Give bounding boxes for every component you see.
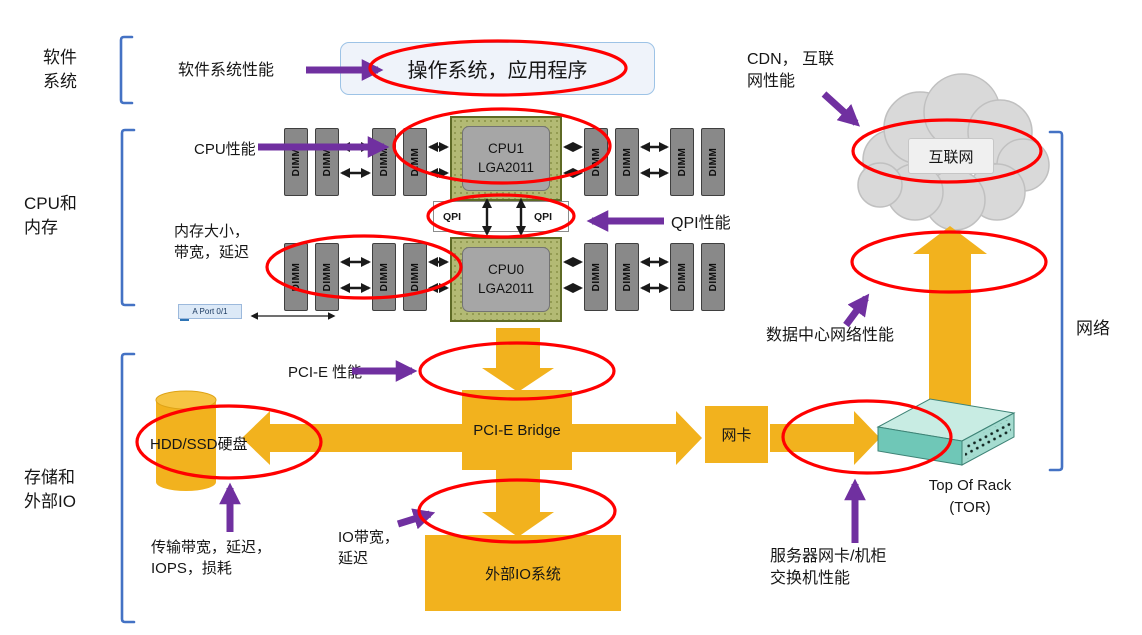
dimm-module: DIMM bbox=[615, 243, 639, 311]
arrow-bridge-to-io bbox=[482, 470, 554, 537]
dimm-module: DIMM bbox=[701, 243, 725, 311]
highlight-tor-ellipse bbox=[781, 399, 953, 475]
arrow-nic-to-tor bbox=[770, 411, 880, 465]
cpu-memory-label: CPU和 内存 bbox=[24, 194, 77, 237]
cpu1-label: CPU1 LGA2011 bbox=[462, 126, 550, 191]
dimm-group-3: DIMM DIMM bbox=[584, 128, 639, 196]
dimm-group-2: DIMM DIMM bbox=[372, 128, 427, 196]
arrow-bridge-to-nic bbox=[572, 411, 702, 465]
cpu1-chip: CPU1 LGA2011 bbox=[450, 116, 562, 201]
pcie-perf-annotation: PCI-E 性能 bbox=[288, 364, 363, 381]
software-system-label: 软件 系统 bbox=[43, 48, 77, 91]
dimm-module: DIMM bbox=[701, 128, 725, 196]
cpu0-label: CPU0 LGA2011 bbox=[462, 247, 550, 312]
arrow-tor-to-internet bbox=[913, 226, 987, 440]
dimm-module: DIMM bbox=[284, 128, 308, 196]
highlight-dcnet-ellipse bbox=[850, 230, 1048, 294]
cdn-perf-arrow bbox=[821, 91, 861, 127]
dimm-module: DIMM bbox=[670, 128, 694, 196]
highlight-io-ellipse bbox=[417, 478, 617, 544]
software-bracket bbox=[119, 35, 134, 105]
io-attrs-annotation: IO带宽， 延迟 bbox=[338, 529, 399, 567]
dimm-module: DIMM bbox=[584, 243, 608, 311]
storage-io-bracket bbox=[120, 352, 136, 624]
io-attrs-arrow bbox=[396, 508, 436, 530]
dimm-module: DIMM bbox=[315, 128, 339, 196]
storage-io-label: 存储和 外部IO bbox=[24, 468, 76, 511]
pcie-bridge-box: PCI-E Bridge bbox=[462, 390, 572, 470]
cpu-perf-annotation: CPU性能 bbox=[194, 141, 256, 158]
qpi-label-left: QPI bbox=[443, 210, 462, 223]
os-application-box: 操作系统，应用程序 bbox=[340, 42, 655, 95]
nic-tor-perf-annotation: 服务器网卡/机柜 交换机性能 bbox=[770, 548, 887, 588]
dimm-group-6: DIMM DIMM bbox=[372, 243, 427, 311]
arrow-bridge-to-hdd bbox=[242, 411, 462, 465]
dimm-group-5: DIMM DIMM bbox=[284, 243, 339, 311]
dimm-module: DIMM bbox=[670, 243, 694, 311]
dimm-module: DIMM bbox=[403, 128, 427, 196]
qpi-perf-annotation: QPI性能 bbox=[671, 215, 731, 232]
arrow-cpu-to-bridge bbox=[482, 328, 554, 392]
port-screenshot-fragment: A Port 0/1 bbox=[178, 304, 242, 319]
dimm-group-4: DIMM DIMM bbox=[670, 128, 725, 196]
nic-box: 网卡 bbox=[705, 406, 768, 463]
network-bracket bbox=[1048, 130, 1064, 472]
dc-net-perf-arrow bbox=[843, 293, 870, 328]
dimm-module: DIMM bbox=[403, 243, 427, 311]
network-label: 网络 bbox=[1076, 319, 1110, 338]
tor-switch-icon bbox=[876, 398, 1016, 466]
dimm-group-7: DIMM DIMM bbox=[584, 243, 639, 311]
cdn-perf-annotation: CDN， 互联 网性能 bbox=[747, 51, 835, 91]
memory-attrs-annotation: 内存大小， 带宽，延迟 bbox=[174, 223, 250, 261]
cpu-memory-bracket bbox=[120, 128, 136, 307]
dimm-module: DIMM bbox=[315, 243, 339, 311]
dimm-module: DIMM bbox=[615, 128, 639, 196]
external-io-box: 外部IO系统 bbox=[425, 535, 621, 611]
dimm-group-1: DIMM DIMM bbox=[284, 128, 339, 196]
internet-label-box: 互联网 bbox=[908, 138, 994, 174]
tor-label: Top Of Rack (TOR) bbox=[928, 476, 1012, 517]
qpi-label-right: QPI bbox=[534, 210, 553, 223]
cpu0-chip: CPU0 LGA2011 bbox=[450, 237, 562, 322]
hdd-label: HDD/SSD硬盘 bbox=[150, 436, 248, 453]
dimm-group-8: DIMM DIMM bbox=[670, 243, 725, 311]
dc-net-perf-annotation: 数据中心网络性能 bbox=[766, 327, 895, 344]
storage-attrs-annotation: 传输带宽，延迟， IOPS，损耗 bbox=[151, 539, 272, 577]
software-perf-annotation: 软件系统性能 bbox=[178, 62, 275, 79]
qpi-link-box: QPI QPI bbox=[433, 201, 569, 232]
